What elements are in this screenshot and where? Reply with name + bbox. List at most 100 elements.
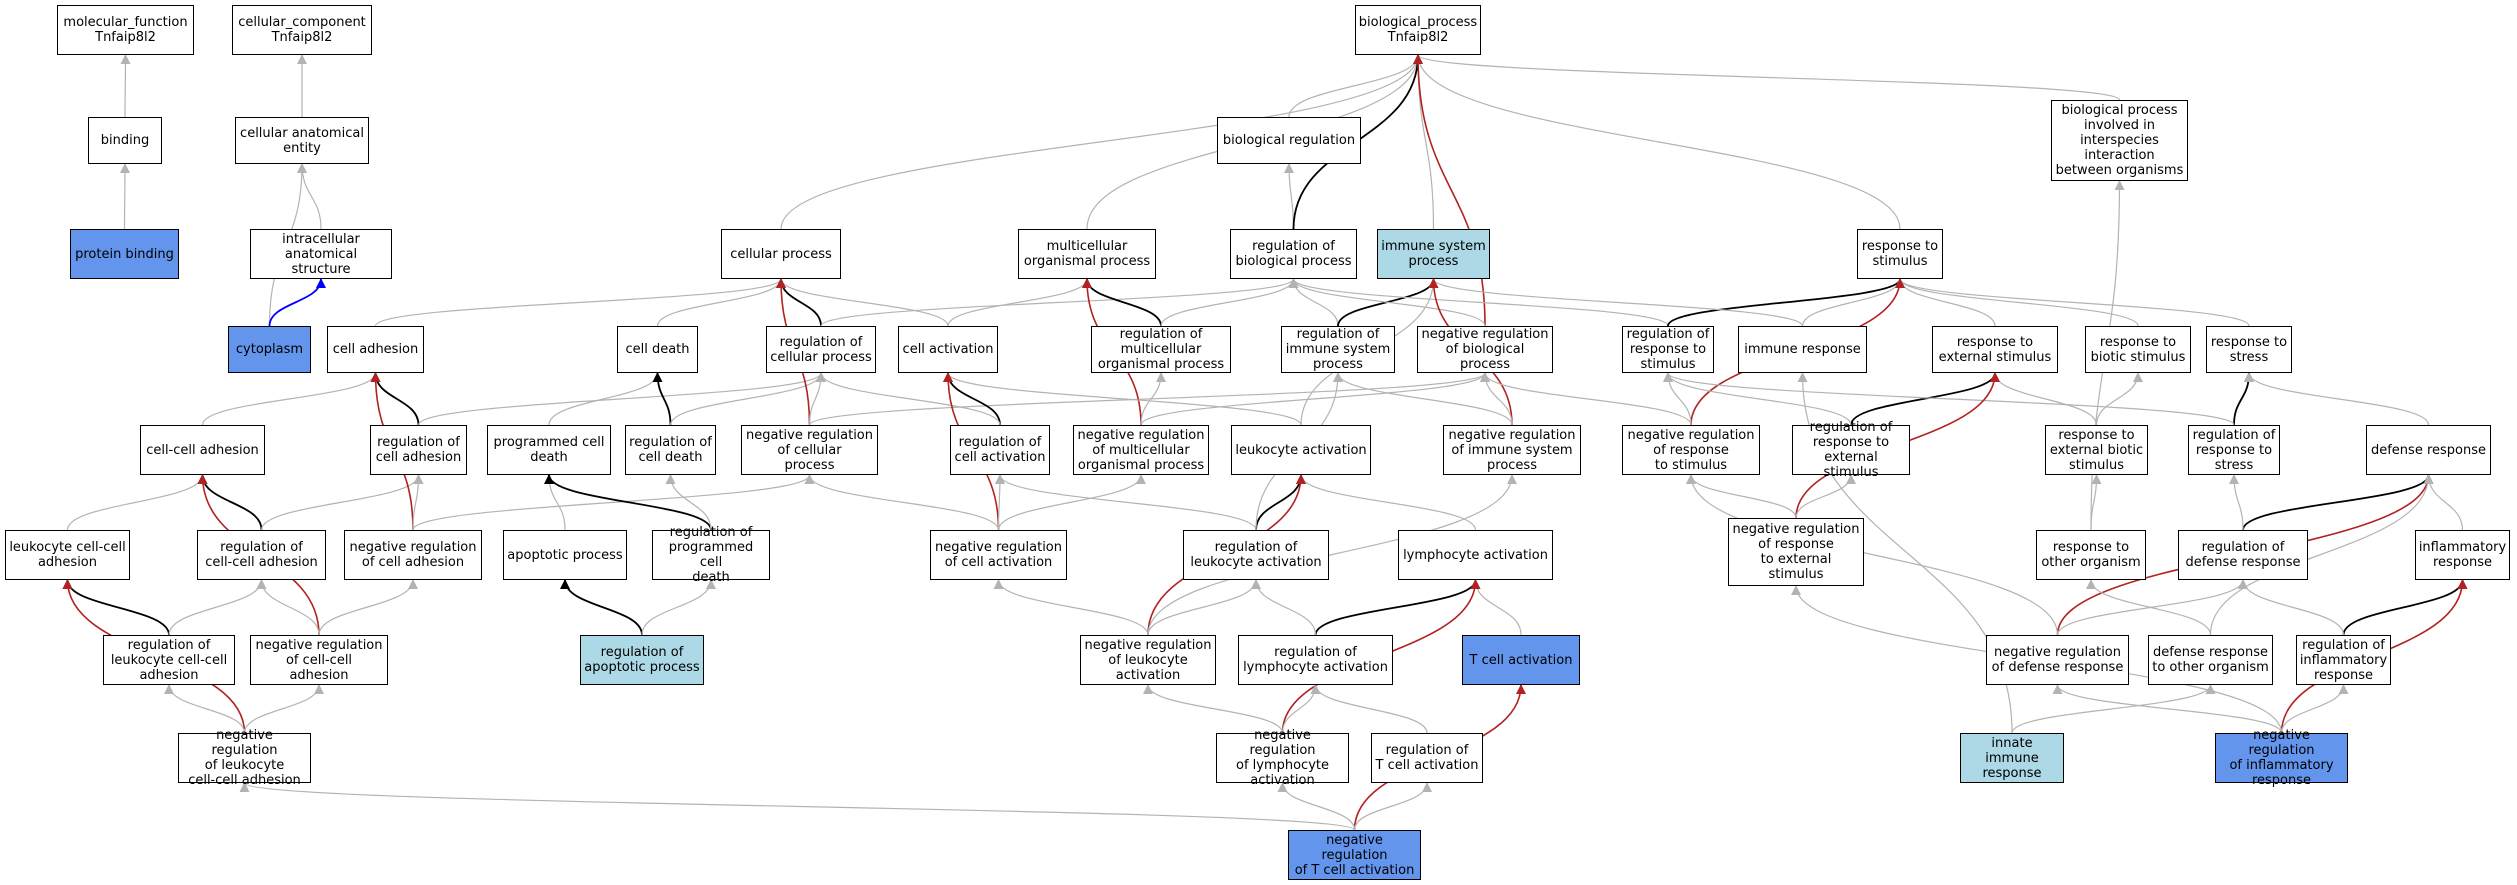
edge-reg_programmed_cell_death-to-programmed_cell_death — [544, 474, 712, 531]
edge-reg_inflammatory_response-to-reg_defense_response — [2238, 579, 2345, 636]
node-apoptotic-process[interactable]: apoptotic process — [503, 530, 627, 580]
node-intracellular-anatomical-structure[interactable]: intracellular anatomical structure — [250, 229, 392, 279]
node-regulation-of-inflammatory-response[interactable]: regulation of inflammatory response — [2296, 635, 2391, 685]
edge-immune_response-to-response_to_stimulus — [1801, 278, 1905, 327]
node-cell-adhesion[interactable]: cell adhesion — [327, 326, 424, 373]
edge-cell_activation-to-cellular_process — [776, 278, 949, 327]
node-cell-cell-adhesion[interactable]: cell-cell adhesion — [140, 425, 265, 475]
edge-neg_reg_cell_activation-to-neg_reg_multicellular — [997, 474, 1146, 531]
node-molecular-function[interactable]: molecular_function Tnfaip8l2 — [57, 5, 194, 55]
node-regulation-of-response-to-external-stimulus[interactable]: regulation of response to external stimu… — [1792, 420, 1910, 480]
edge-t_cell_activation-to-lymphocyte_activation — [1470, 579, 1522, 636]
node-regulation-of-lymphocyte-activation[interactable]: regulation of lymphocyte activation — [1238, 635, 1393, 685]
node-innate-immune-response[interactable]: innate immune response — [1960, 733, 2064, 783]
node-negative-regulation-of-cell-cell-adhesion[interactable]: negative regulation of cell-cell adhesio… — [250, 635, 388, 685]
node-regulation-of-leukocyte-cell-cell-adhesion[interactable]: regulation of leukocyte cell-cell adhesi… — [103, 635, 235, 685]
node-negative-regulation-of-immune-system-process[interactable]: negative regulation of immune system pro… — [1443, 425, 1581, 475]
node-regulation-of-defense-response[interactable]: regulation of defense response — [2178, 530, 2308, 580]
node-negative-regulation-of-leukocyte-activation[interactable]: negative regulation of leukocyte activat… — [1080, 635, 1216, 685]
node-negative-regulation-of-leukocyte-cell-cell-adhesion[interactable]: negative regulation of leukocyte cell-ce… — [178, 728, 311, 788]
edge-neg_reg_t_cell_activation-to-neg_reg_lymphocyte_activation — [1277, 782, 1356, 831]
node-regulation-of-leukocyte-activation[interactable]: regulation of leukocyte activation — [1183, 530, 1329, 580]
edge-reg_response_external_stimulus-to-response_external_stimulus — [1850, 372, 2000, 426]
edge-reg_response_to_stress-to-reg_response_to_stimulus — [1663, 372, 2235, 426]
edge-reg_defense_response-to-reg_response_to_stress — [2229, 474, 2244, 531]
node-negative-regulation-of-lymphocyte-activation[interactable]: negative regulation of lymphocyte activa… — [1216, 728, 1349, 788]
node-immune-response[interactable]: immune response — [1738, 326, 1867, 373]
node-negative-regulation-of-inflammatory-response[interactable]: negative regulation of inflammatory resp… — [2215, 728, 2348, 788]
node-response-to-external-biotic-stimulus[interactable]: response to external biotic stimulus — [2045, 425, 2148, 475]
node-multicellular-organismal-process[interactable]: multicellular organismal process — [1018, 229, 1156, 279]
node-negative-regulation-of-t-cell-activation[interactable]: negative regulation of T cell activation — [1288, 830, 1421, 880]
node-response-to-other-organism[interactable]: response to other organism — [2036, 530, 2146, 580]
node-negative-regulation-of-response-to-external-stimulus[interactable]: negative regulation of response to exter… — [1728, 518, 1864, 586]
node-cellular-process[interactable]: cellular process — [721, 229, 841, 279]
node-negative-regulation-of-cellular-process[interactable]: negative regulation of cellular process — [741, 425, 878, 475]
edge-reg_programmed_cell_death-to-reg_cell_death — [665, 474, 712, 531]
edge-cellular_process-to-biological_process — [780, 54, 1423, 230]
node-regulation-of-t-cell-activation[interactable]: regulation of T cell activation — [1371, 733, 1483, 783]
node-response-to-stimulus[interactable]: response to stimulus — [1857, 229, 1943, 279]
edge-neg_reg_immune_system_process-to-reg_immune_system_process — [1333, 372, 1513, 426]
edge-neg_reg_inflammatory_response-to-reg_inflammatory_response — [2280, 684, 2349, 734]
node-cell-death[interactable]: cell death — [617, 326, 698, 373]
node-cytoplasm[interactable]: cytoplasm — [228, 326, 311, 373]
node-programmed-cell-death[interactable]: programmed cell death — [487, 425, 611, 475]
node-inflammatory-response[interactable]: inflammatory response — [2415, 530, 2510, 580]
node-regulation-of-immune-system-process[interactable]: regulation of immune system process — [1281, 326, 1395, 373]
edge-neg_reg_response_to_stimulus-to-neg_reg_biological_process — [1480, 372, 1692, 426]
node-protein-binding[interactable]: protein binding — [70, 229, 179, 279]
node-negative-regulation-of-multicellular-organismal-process[interactable]: negative regulation of multicellular org… — [1073, 425, 1209, 475]
node-leukocyte-cell-cell-adhesion[interactable]: leukocyte cell-cell adhesion — [5, 530, 130, 580]
edge-response_external_biotic_stimulus-to-response_biotic_stimulus — [2095, 372, 2143, 426]
node-response-to-stress[interactable]: response to stress — [2206, 326, 2292, 373]
node-regulation-of-cell-activation[interactable]: regulation of cell activation — [950, 425, 1050, 475]
node-regulation-of-cellular-process[interactable]: regulation of cellular process — [766, 326, 876, 373]
edge-reg_cell_death-to-cell_death — [652, 372, 672, 426]
node-defense-response[interactable]: defense response — [2366, 425, 2491, 475]
edge-neg_reg_leukocyte_activation-to-neg_reg_immune_system_process — [1147, 474, 1517, 636]
edge-reg_cell_death-to-reg_cellular_process — [669, 372, 826, 426]
edge-neg_reg_biological_process-to-biological_process — [1413, 54, 1486, 327]
node-negative-regulation-of-defense-response[interactable]: negative regulation of defense response — [1986, 635, 2129, 685]
node-t-cell-activation[interactable]: T cell activation — [1462, 635, 1580, 685]
node-regulation-of-cell-adhesion[interactable]: regulation of cell adhesion — [370, 425, 467, 475]
node-biological-process[interactable]: biological_process Tnfaip8l2 — [1355, 5, 1481, 55]
node-immune-system-process[interactable]: immune system process — [1377, 229, 1490, 279]
node-regulation-of-programmed-cell-death[interactable]: regulation of programmed cell death — [652, 525, 770, 585]
edge-reg_cell_cell_adhesion-to-cell_cell_adhesion — [197, 474, 263, 531]
node-cellular-anatomical-entity[interactable]: cellular anatomical entity — [235, 117, 369, 164]
edge-neg_reg_cell_adhesion-to-reg_cell_adhesion — [412, 474, 424, 531]
node-cellular-component[interactable]: cellular_component Tnfaip8l2 — [232, 5, 372, 55]
node-regulation-of-apoptotic-process[interactable]: regulation of apoptotic process — [580, 635, 704, 685]
node-leukocyte-activation[interactable]: leukocyte activation — [1231, 425, 1371, 475]
node-regulation-of-cell-cell-adhesion[interactable]: regulation of cell-cell adhesion — [197, 530, 326, 580]
node-regulation-of-multicellular-organismal-process[interactable]: regulation of multicellular organismal p… — [1091, 326, 1231, 373]
edge-reg_response_to_stimulus-to-regulation_of_biological_process — [1288, 278, 1669, 327]
node-negative-regulation-of-cell-activation[interactable]: negative regulation of cell activation — [930, 530, 1067, 580]
edge-reg_inflammatory_response-to-inflammatory_response — [2342, 579, 2468, 636]
node-defense-response-to-other-organism[interactable]: defense response to other organism — [2148, 635, 2273, 685]
node-negative-regulation-of-biological-process[interactable]: negative regulation of biological proces… — [1417, 326, 1553, 373]
node-binding[interactable]: binding — [88, 117, 162, 164]
node-lymphocyte-activation[interactable]: lymphocyte activation — [1398, 530, 1553, 580]
node-biological-regulation[interactable]: biological regulation — [1217, 117, 1361, 164]
node-regulation-of-response-to-stimulus[interactable]: regulation of response to stimulus — [1622, 326, 1714, 373]
edge-reg_lymphocyte_activation-to-reg_leukocyte_activation — [1251, 579, 1317, 636]
edge-neg_reg_cell_activation-to-neg_reg_cellular_process — [804, 474, 1000, 531]
node-bp-interspecies[interactable]: biological process involved in interspec… — [2051, 100, 2188, 181]
node-cell-activation[interactable]: cell activation — [898, 326, 998, 373]
edge-reg_apoptotic_process-to-reg_programmed_cell_death — [641, 579, 716, 636]
node-regulation-of-biological-process[interactable]: regulation of biological process — [1230, 229, 1357, 279]
node-response-to-external-stimulus[interactable]: response to external stimulus — [1932, 326, 2058, 373]
node-negative-regulation-of-response-to-stimulus[interactable]: negative regulation of response to stimu… — [1622, 425, 1760, 475]
node-response-to-biotic-stimulus[interactable]: response to biotic stimulus — [2085, 326, 2191, 373]
edge-response_to_stress-to-response_to_stimulus — [1895, 278, 2250, 327]
node-regulation-of-response-to-stress[interactable]: regulation of response to stress — [2188, 425, 2280, 475]
edge-neg_reg_t_cell_activation-to-reg_t_cell_activation — [1353, 782, 1432, 831]
edge-leukocyte_activation-to-cell_activation — [943, 372, 1302, 426]
edge-programmed_cell_death-to-cell_death — [548, 372, 663, 426]
node-regulation-of-cell-death[interactable]: regulation of cell death — [625, 425, 716, 475]
edge-neg_reg_inflammatory_response-to-neg_reg_defense_response — [2052, 684, 2283, 734]
node-negative-regulation-of-cell-adhesion[interactable]: negative regulation of cell adhesion — [344, 530, 482, 580]
